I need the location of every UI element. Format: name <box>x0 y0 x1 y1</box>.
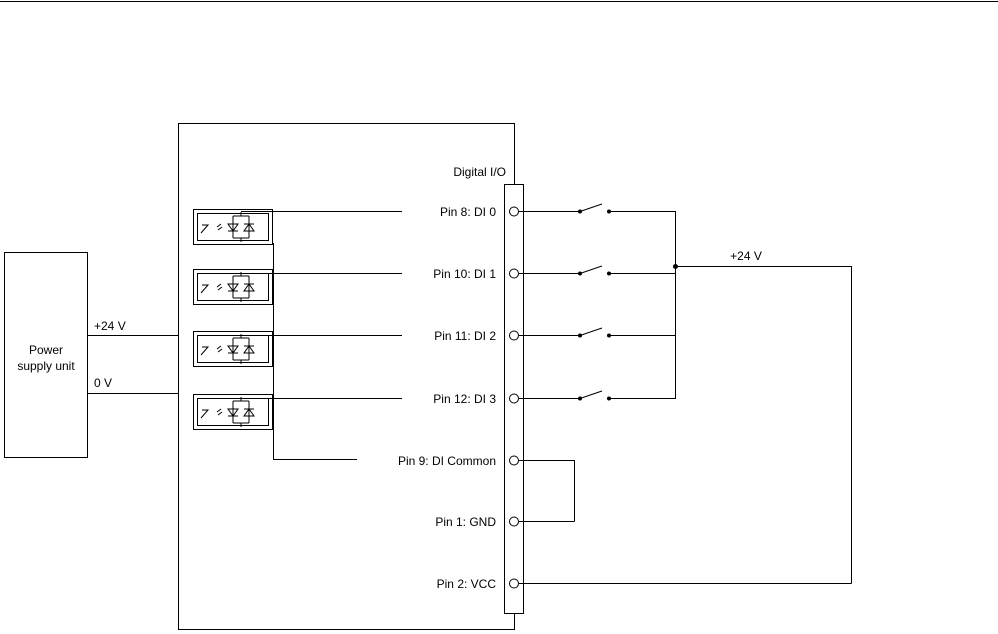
optocoupler-icon <box>194 332 273 367</box>
pin-terminal <box>510 331 519 340</box>
pin-label-di3: Pin 12: DI 3 <box>433 392 496 406</box>
pin-terminal <box>510 269 519 278</box>
switch-circuit <box>519 204 852 584</box>
pin-label-di2: Pin 11: DI 2 <box>434 329 496 343</box>
pin-terminal <box>510 456 519 465</box>
external-supply-label: +24 V <box>730 249 762 263</box>
pin-terminal <box>510 207 519 216</box>
power-supply-label-line2: supply unit <box>17 359 75 373</box>
pin-terminal <box>510 517 519 526</box>
pin-label-gnd: Pin 1: GND <box>435 515 496 529</box>
pin-terminal <box>510 394 519 403</box>
common-gnd-link <box>519 460 575 522</box>
optocoupler-icon <box>194 210 273 245</box>
pin-label-di-common: Pin 9: DI Common <box>398 454 496 468</box>
pin-label-di0: Pin 8: DI 0 <box>440 205 496 219</box>
power-supply-label-line1: Power <box>29 343 63 357</box>
supply-plus-label: +24 V <box>94 319 126 333</box>
pin-terminal <box>510 579 519 588</box>
pin-label-vcc: Pin 2: VCC <box>437 577 497 591</box>
optocoupler-icon <box>194 270 273 305</box>
optocoupler-icon <box>194 395 273 430</box>
device-box <box>179 124 515 630</box>
digital-io-label: Digital I/O <box>453 165 506 179</box>
supply-zero-label: 0 V <box>94 376 112 390</box>
pin-label-di1: Pin 10: DI 1 <box>433 267 496 281</box>
